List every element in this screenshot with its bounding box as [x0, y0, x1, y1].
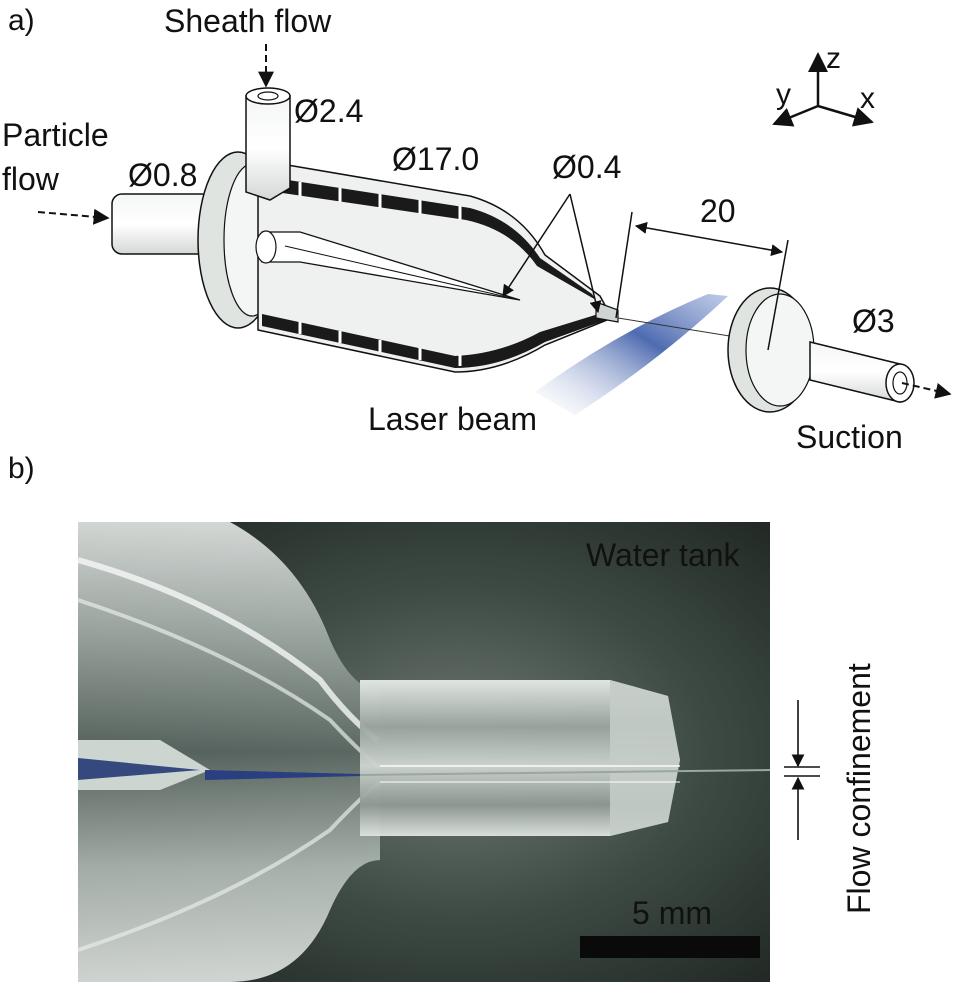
- panel-b-label: b): [8, 452, 35, 485]
- laser-beam-shape: [535, 294, 728, 415]
- suction-assembly: [727, 287, 915, 413]
- axis-y-label: y: [776, 78, 791, 111]
- sheath-tube: [245, 87, 291, 201]
- jet-line: [617, 317, 743, 339]
- inlet-tube: [111, 193, 213, 255]
- distance-label: 20: [700, 193, 736, 229]
- nozzle-leader-2: [569, 193, 602, 314]
- sheath-flow-label: Sheath flow: [164, 3, 332, 39]
- distance-dimension: [615, 211, 789, 351]
- panel-a-label: a): [8, 4, 35, 37]
- panel-b: b) Water tank 5 mm: [8, 452, 877, 982]
- photograph: [77, 522, 771, 982]
- panel-a: a): [2, 3, 952, 455]
- laser-beam-label: Laser beam: [368, 401, 537, 437]
- nozzle-diameter-label: Ø0.4: [552, 149, 621, 185]
- suction-arrow: [901, 382, 952, 399]
- axes-triad: z y x: [772, 42, 875, 127]
- particle-flow-label-1: Particle: [2, 117, 109, 153]
- axis-x-label: x: [860, 82, 875, 115]
- axis-z-label: z: [826, 42, 841, 75]
- scale-bar-label: 5 mm: [632, 895, 712, 931]
- inlet-diameter-label: Ø0.8: [128, 157, 197, 193]
- particle-flow-label-2: flow: [2, 161, 60, 197]
- body-diameter-label: Ø17.0: [392, 141, 479, 177]
- flow-confinement-label: Flow confinement: [841, 663, 877, 914]
- sheath-diameter-label: Ø2.4: [294, 93, 363, 129]
- chamber-body: [255, 159, 619, 373]
- particle-flow-arrow: [37, 208, 110, 225]
- scale-bar: [580, 936, 760, 958]
- flow-confinement-marker: [784, 700, 820, 840]
- suction-label: Suction: [796, 419, 903, 455]
- water-tank-label: Water tank: [586, 537, 741, 573]
- suction-diameter-label: Ø3: [852, 303, 895, 339]
- nozzle-leader-1: [502, 193, 571, 298]
